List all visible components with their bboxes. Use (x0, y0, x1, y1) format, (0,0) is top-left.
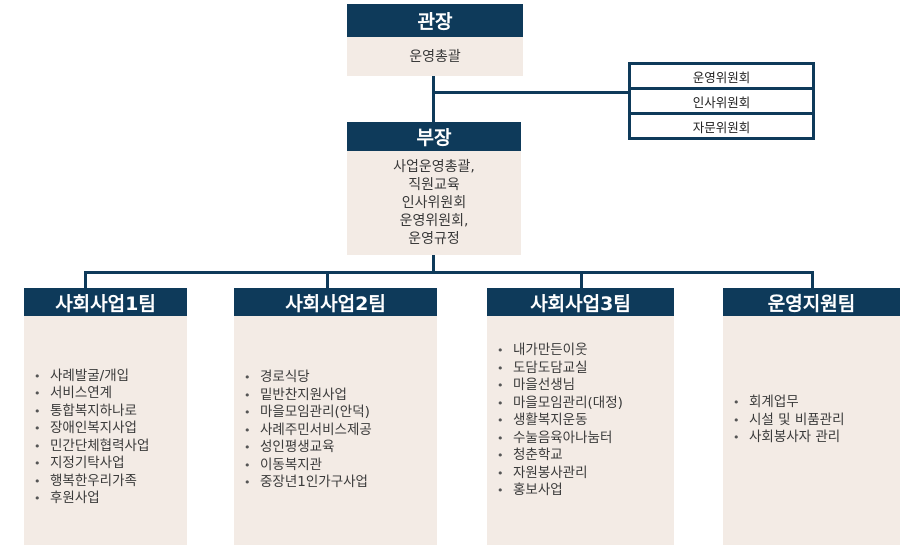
list-item: 도담도담교실 (497, 360, 674, 378)
list-item: 중장년1인가구사업 (244, 474, 437, 492)
duty-list: 회계업무 시설 및 비품관리 사회봉사자 관리 (723, 394, 900, 447)
list-item: 지정기탁사업 (34, 455, 187, 473)
manager-duties: 사업운영총괄, 직원교육 인사위원회 운영위원회, 운영규정 (347, 151, 521, 255)
list-item: 내가만든이웃 (497, 342, 674, 360)
list-item: 이동복지관 (244, 457, 437, 475)
list-item: 생활복지운동 (497, 412, 674, 430)
list-item: 마을모임관리(대정) (497, 395, 674, 413)
list-item: 통합복지하나로 (34, 403, 187, 421)
list-item: 서비스연계 (34, 385, 187, 403)
duty-line: 운영규정 (408, 231, 460, 247)
list-item: 사례주민서비스제공 (244, 422, 437, 440)
duty-list: 경로식당 밑반찬지원사업 마을모임관리(안덕) 사례주민서비스제공 성인평생교육… (234, 369, 437, 492)
list-item: 사례발굴/개입 (34, 368, 187, 386)
list-item: 회계업무 (733, 394, 900, 412)
connector-line (811, 271, 814, 288)
team-duties: 회계업무 시설 및 비품관리 사회봉사자 관리 (723, 316, 900, 545)
team-title: 운영지원팀 (723, 288, 900, 316)
connector-line (432, 91, 629, 94)
committee-item: 운영위원회 (692, 69, 751, 85)
list-item: 밑반찬지원사업 (244, 387, 437, 405)
duty-list: 내가만든이웃 도담도담교실 마을선생님 마을모임관리(대정) 생활복지운동 수눌… (487, 342, 674, 500)
list-item: 시설 및 비품관리 (733, 412, 900, 430)
list-item: 자원봉사관리 (497, 465, 674, 483)
list-item: 사회봉사자 관리 (733, 429, 900, 447)
list-item: 행복한우리가족 (34, 473, 187, 491)
director-duties: 운영총괄 (347, 37, 523, 76)
team-duties: 경로식당 밑반찬지원사업 마을모임관리(안덕) 사례주민서비스제공 성인평생교육… (234, 316, 437, 545)
duty-list: 사례발굴/개입 서비스연계 통합복지하나로 장애인복지사업 민간단체협력사업 지… (24, 368, 187, 508)
list-item: 후원사업 (34, 490, 187, 508)
committee-item: 자문위원회 (631, 112, 812, 137)
list-item: 성인평생교육 (244, 439, 437, 457)
connector-line (326, 271, 329, 288)
team-title: 사회사업3팀 (487, 288, 674, 316)
list-item: 경로식당 (244, 369, 437, 387)
connector-line (580, 271, 583, 288)
team-duties: 사례발굴/개입 서비스연계 통합복지하나로 장애인복지사업 민간단체협력사업 지… (24, 316, 187, 545)
manager-title: 부장 (347, 122, 521, 151)
team-duties: 내가만든이웃 도담도담교실 마을선생님 마을모임관리(대정) 생활복지운동 수눌… (487, 316, 674, 545)
duty-line: 사업운영총괄, (393, 159, 475, 175)
connector-line (432, 255, 435, 273)
committee-box: 운영위원회 인사위원회 자문위원회 (628, 62, 815, 140)
duty-line: 운영위원회, (399, 213, 469, 229)
list-item: 청춘학교 (497, 447, 674, 465)
team-title: 사회사업1팀 (24, 288, 187, 316)
committee-item: 인사위원회 (631, 87, 812, 112)
connector-line (84, 271, 814, 274)
director-title: 관장 (347, 4, 523, 37)
list-item: 홍보사업 (497, 482, 674, 500)
list-item: 장애인복지사업 (34, 420, 187, 438)
team-title: 사회사업2팀 (234, 288, 437, 316)
duty-line: 직원교육 (408, 177, 460, 193)
list-item: 민간단체협력사업 (34, 438, 187, 456)
connector-line (84, 271, 87, 288)
list-item: 마을모임관리(안덕) (244, 404, 437, 422)
list-item: 마을선생님 (497, 377, 674, 395)
duty-line: 인사위원회 (401, 195, 467, 211)
connector-line (432, 76, 435, 122)
list-item: 수눌음육아나눔터 (497, 430, 674, 448)
